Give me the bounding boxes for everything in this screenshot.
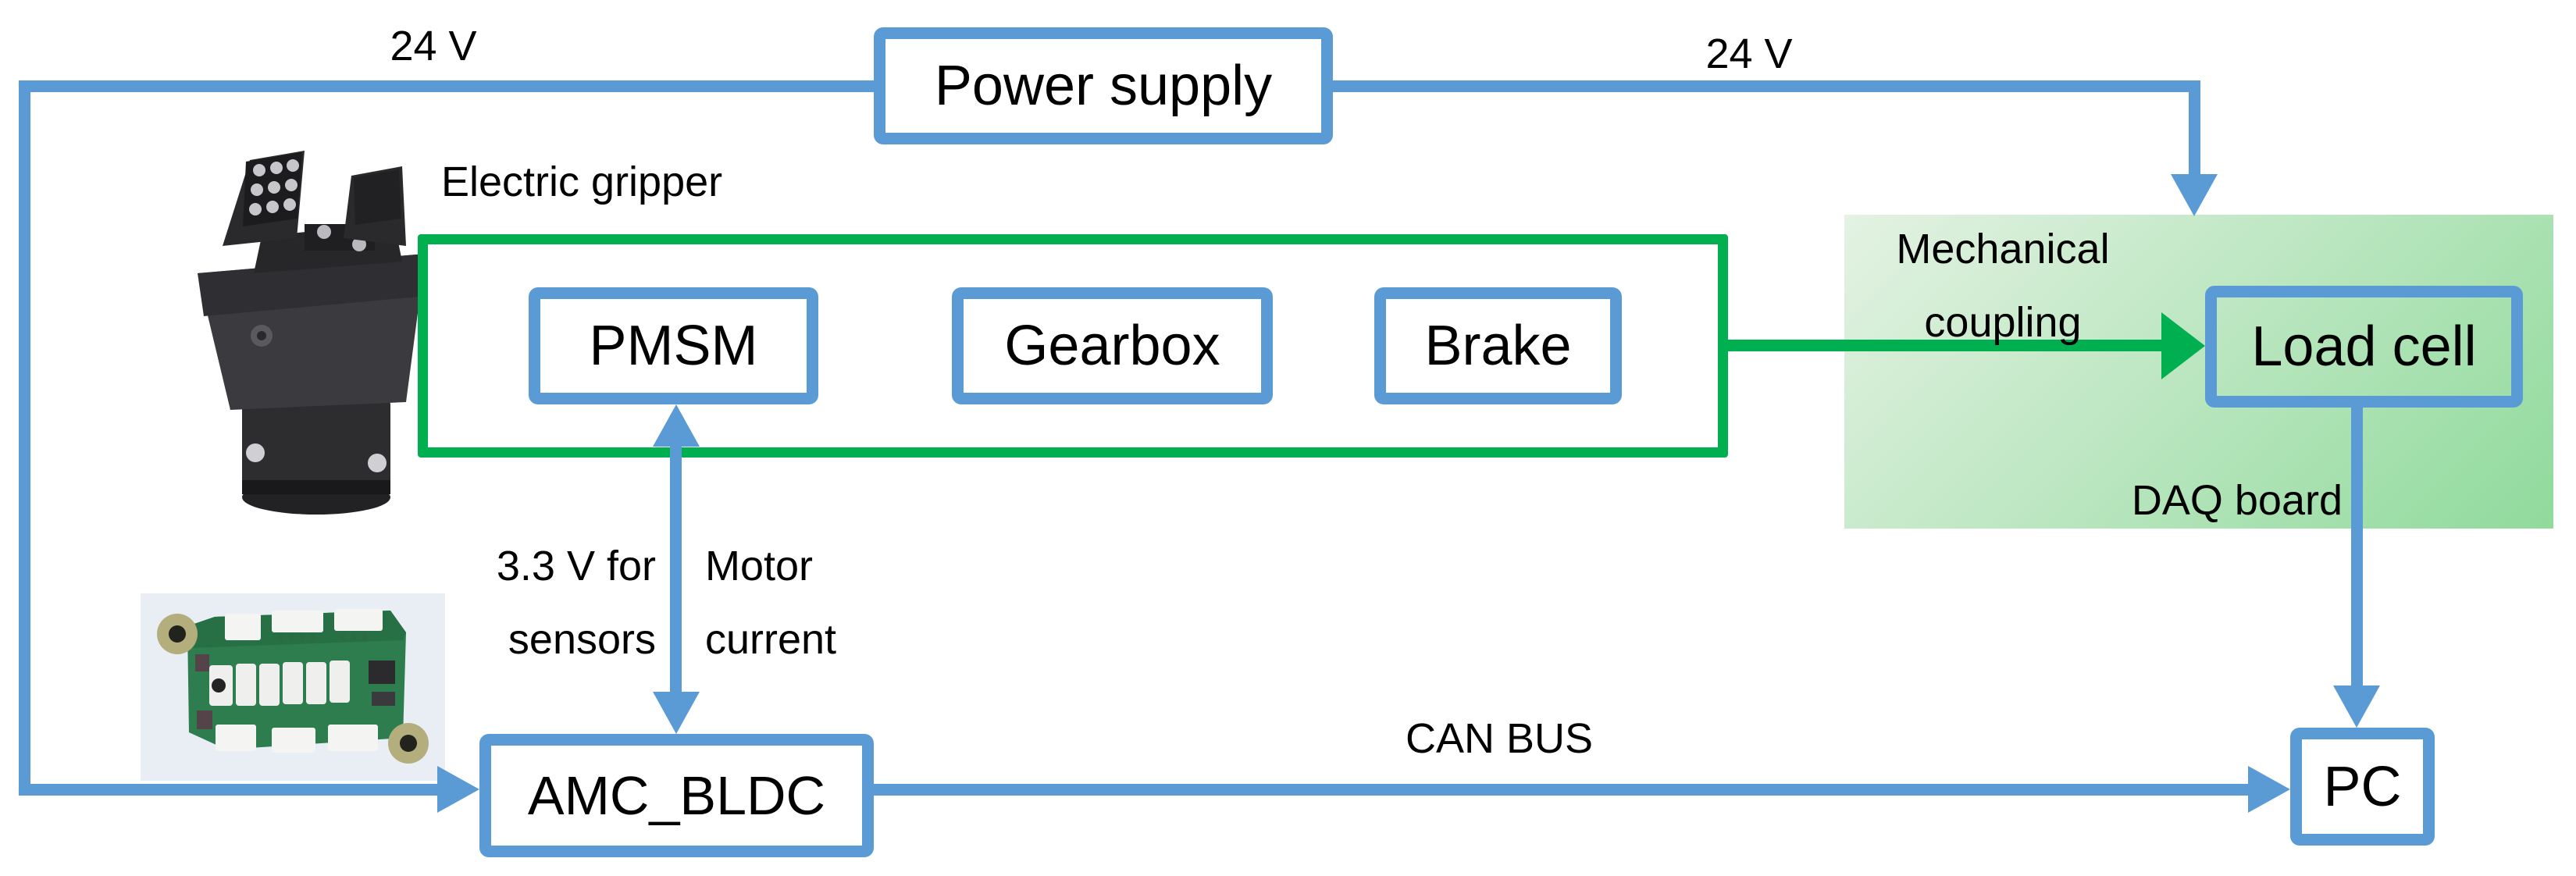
loadcell-pc-line bbox=[2351, 402, 2363, 695]
amc-input-arrowhead-icon bbox=[437, 766, 479, 813]
pmsm-label: PMSM bbox=[589, 315, 758, 377]
label-mechanical-line2: coupling bbox=[1924, 299, 2082, 346]
electric-gripper-photo bbox=[198, 151, 426, 515]
mechanical-coupling-arrowhead-icon bbox=[2161, 312, 2205, 379]
label-33v-line2: sensors bbox=[508, 616, 656, 663]
brake-node: Brake bbox=[1374, 287, 1622, 404]
amc-bldc-board-photo bbox=[141, 593, 445, 781]
motor-current-line bbox=[670, 441, 682, 699]
can-bus-line bbox=[874, 784, 2253, 796]
label-24v-left: 24 V bbox=[390, 23, 477, 69]
label-33v-sensors: 3.3 V for sensors bbox=[437, 529, 656, 676]
label-mechanical-coupling: Mechanical coupling bbox=[1862, 212, 2143, 359]
pc-can-arrowhead-icon bbox=[2248, 766, 2290, 813]
power-supply-label: Power supply bbox=[934, 55, 1273, 117]
label-can-bus: CAN BUS bbox=[1406, 715, 1594, 762]
power-line-to-amc bbox=[19, 784, 453, 796]
amc-bldc-node: AMC_BLDC bbox=[479, 734, 874, 857]
electric-gripper-box bbox=[418, 234, 1728, 458]
label-daq-board: DAQ board bbox=[2131, 477, 2343, 524]
load-cell-node: Load cell bbox=[2205, 286, 2523, 408]
gearbox-node: Gearbox bbox=[952, 287, 1273, 404]
daq-power-arrowhead-icon bbox=[2171, 174, 2218, 216]
amc-bldc-label: AMC_BLDC bbox=[527, 765, 826, 826]
label-24v-right: 24 V bbox=[1705, 30, 1793, 77]
pmsm-arrowhead-icon bbox=[653, 404, 700, 447]
pc-label: PC bbox=[2323, 755, 2402, 818]
power-line-right-vertical bbox=[2189, 80, 2200, 182]
pc-data-arrowhead-icon bbox=[2333, 685, 2380, 728]
load-cell-label: Load cell bbox=[2251, 315, 2477, 378]
mechanical-coupling-arrow-shaft bbox=[1728, 340, 2165, 351]
amc-arrowhead-icon bbox=[653, 692, 700, 734]
pc-node: PC bbox=[2290, 728, 2435, 846]
gearbox-label: Gearbox bbox=[1004, 315, 1220, 377]
label-motor-line1: Motor bbox=[705, 543, 814, 589]
power-line-right-top bbox=[1321, 80, 2200, 92]
brake-label: Brake bbox=[1424, 315, 1572, 377]
label-motor-line2: current bbox=[705, 616, 837, 663]
label-33v-line1: 3.3 V for bbox=[496, 543, 656, 589]
label-electric-gripper: Electric gripper bbox=[441, 158, 723, 205]
power-line-left-top bbox=[19, 80, 885, 92]
label-mechanical-line1: Mechanical bbox=[1896, 226, 2110, 272]
power-supply-node: Power supply bbox=[874, 27, 1333, 144]
label-motor-current: Motor current bbox=[705, 529, 939, 676]
power-line-left-vertical bbox=[19, 80, 30, 796]
pmsm-node: PMSM bbox=[529, 287, 818, 404]
